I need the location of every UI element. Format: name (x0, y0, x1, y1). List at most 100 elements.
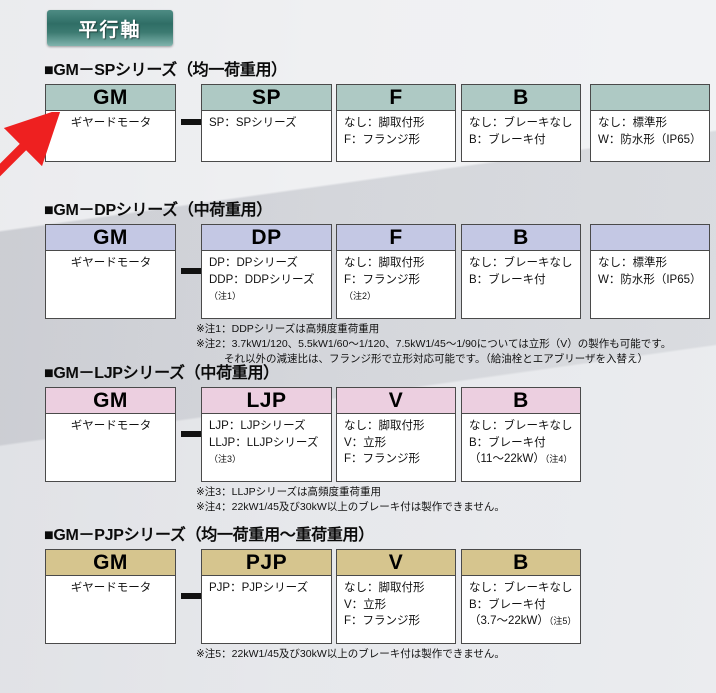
separator-dash-icon (181, 431, 201, 437)
description-line: SP：SPシリーズ (209, 117, 297, 129)
footnote: それ以外の減速比は、フランジ形で立形対応可能です。（給油栓とエアブリーザを入替え… (224, 352, 648, 365)
code-box-code: F (389, 86, 403, 109)
code-box-description: DP：DPシリーズ DDP：DDPシリーズ （注1） (202, 251, 331, 318)
code-box-sp: SP SP：SPシリーズ (201, 84, 332, 162)
footnote: ※注5：22kW1/45及び30kW以上のブレーキ付は製作できません。 (196, 648, 505, 660)
code-box-code: GM (93, 86, 128, 109)
description-line: W：防水形（IP65） (598, 133, 702, 146)
code-box-header: GM (46, 388, 175, 414)
description-line: （11〜22kW）（注4） (469, 453, 573, 466)
footnote-ref: （注2） (344, 291, 377, 302)
code-box-code: F (389, 226, 403, 249)
code-box-description: なし：脚取付形 V：立形 F：フランジ形 (337, 414, 455, 481)
description-line: F：フランジ形 (344, 453, 421, 466)
code-box-code: B (513, 551, 529, 574)
code-box-header: B (462, 85, 580, 111)
description-line: V：立形 (344, 598, 387, 611)
code-box-code: V (388, 551, 404, 574)
code-box-description: ギヤードモータ (46, 414, 175, 481)
code-box-header: B (462, 388, 580, 414)
description-line: なし：脚取付形 (344, 420, 425, 432)
description-line: F：フランジ形 (344, 615, 421, 628)
code-box-header (591, 225, 709, 251)
annotation-arrow-icon (0, 112, 62, 177)
description-line: B：ブレーキ付 (469, 598, 546, 611)
code-box-header: F (337, 225, 455, 251)
description-line: （3.7〜22kW）（注5） (469, 615, 577, 628)
shaft-type-badge-label: 平行軸 (78, 19, 142, 41)
footnote-ref: （注1） (209, 291, 242, 302)
code-box-header: B (462, 550, 580, 576)
code-box-code: DP (251, 226, 282, 249)
code-box-description: なし：ブレーキなし B：ブレーキ付 （3.7〜22kW）（注5） (462, 576, 580, 643)
description-line: ギヤードモータ (70, 582, 152, 594)
section-title: ■GM－DPシリーズ（中荷重用） (44, 202, 273, 219)
code-box-code: LJP (246, 389, 287, 412)
section-title: ■GM－SPシリーズ（均一荷重用） (44, 62, 287, 79)
separator-dash-icon (181, 119, 201, 125)
description-line: ギヤードモータ (70, 257, 152, 269)
description-line: LLJP：LLJPシリーズ (209, 436, 319, 449)
description-line: B：ブレーキ付 (469, 436, 546, 449)
description-line: DP：DPシリーズ (209, 257, 298, 269)
section-gm-dp: ■GM－DPシリーズ（中荷重用） GM ギヤードモータ DP DP：DPシリーズ DDP：… (0, 196, 716, 367)
code-box-v: V なし：脚取付形 V：立形 F：フランジ形 (336, 387, 456, 482)
description-line: B：ブレーキ付 (469, 273, 546, 286)
code-box-v: V なし：脚取付形 V：立形 F：フランジ形 (336, 549, 456, 644)
code-box-pjp: PJP PJP：PJPシリーズ (201, 549, 332, 644)
description-line: PJP：PJPシリーズ (209, 582, 309, 594)
code-box-code: SP (251, 86, 281, 109)
description-line: なし：ブレーキなし (469, 582, 573, 594)
code-box-code: GM (93, 389, 128, 412)
code-box-header: DP (202, 225, 331, 251)
description-line: なし：標準形 (598, 257, 667, 269)
code-box-header: V (337, 388, 455, 414)
description-line: なし：脚取付形 (344, 582, 425, 594)
code-box-header: PJP (202, 550, 331, 576)
code-box-code: B (513, 389, 529, 412)
footnote-ref: （注3） (209, 454, 242, 465)
code-box-header: LJP (202, 388, 331, 414)
description-line: F：フランジ形 (344, 273, 421, 286)
code-box-header: GM (46, 225, 175, 251)
code-box-description: SP：SPシリーズ (202, 111, 331, 161)
shaft-type-badge: 平行軸 (47, 10, 173, 46)
separator-dash-icon (181, 268, 201, 274)
code-box-code: B (513, 226, 529, 249)
separator-dash-icon (181, 593, 201, 599)
code-box-description: ギヤードモータ (46, 576, 175, 643)
code-box-code: PJP (245, 551, 288, 574)
footnotes: ※注1：DDPシリーズは高頻度重荷重用※注2：3.7kW1/120、5.5kW1… (196, 322, 716, 367)
code-box-description: ギヤードモータ (46, 251, 175, 318)
description-line: V：立形 (344, 436, 387, 449)
code-box-b: B なし：ブレーキなし B：ブレーキ付 （3.7〜22kW）（注5） (461, 549, 581, 644)
code-box-description: ギヤードモータ (46, 111, 175, 161)
code-box-code: V (388, 389, 404, 412)
description-line: DDP：DDPシリーズ (209, 273, 315, 286)
description-line: F：フランジ形 (344, 133, 421, 146)
code-box-code: B (513, 86, 529, 109)
